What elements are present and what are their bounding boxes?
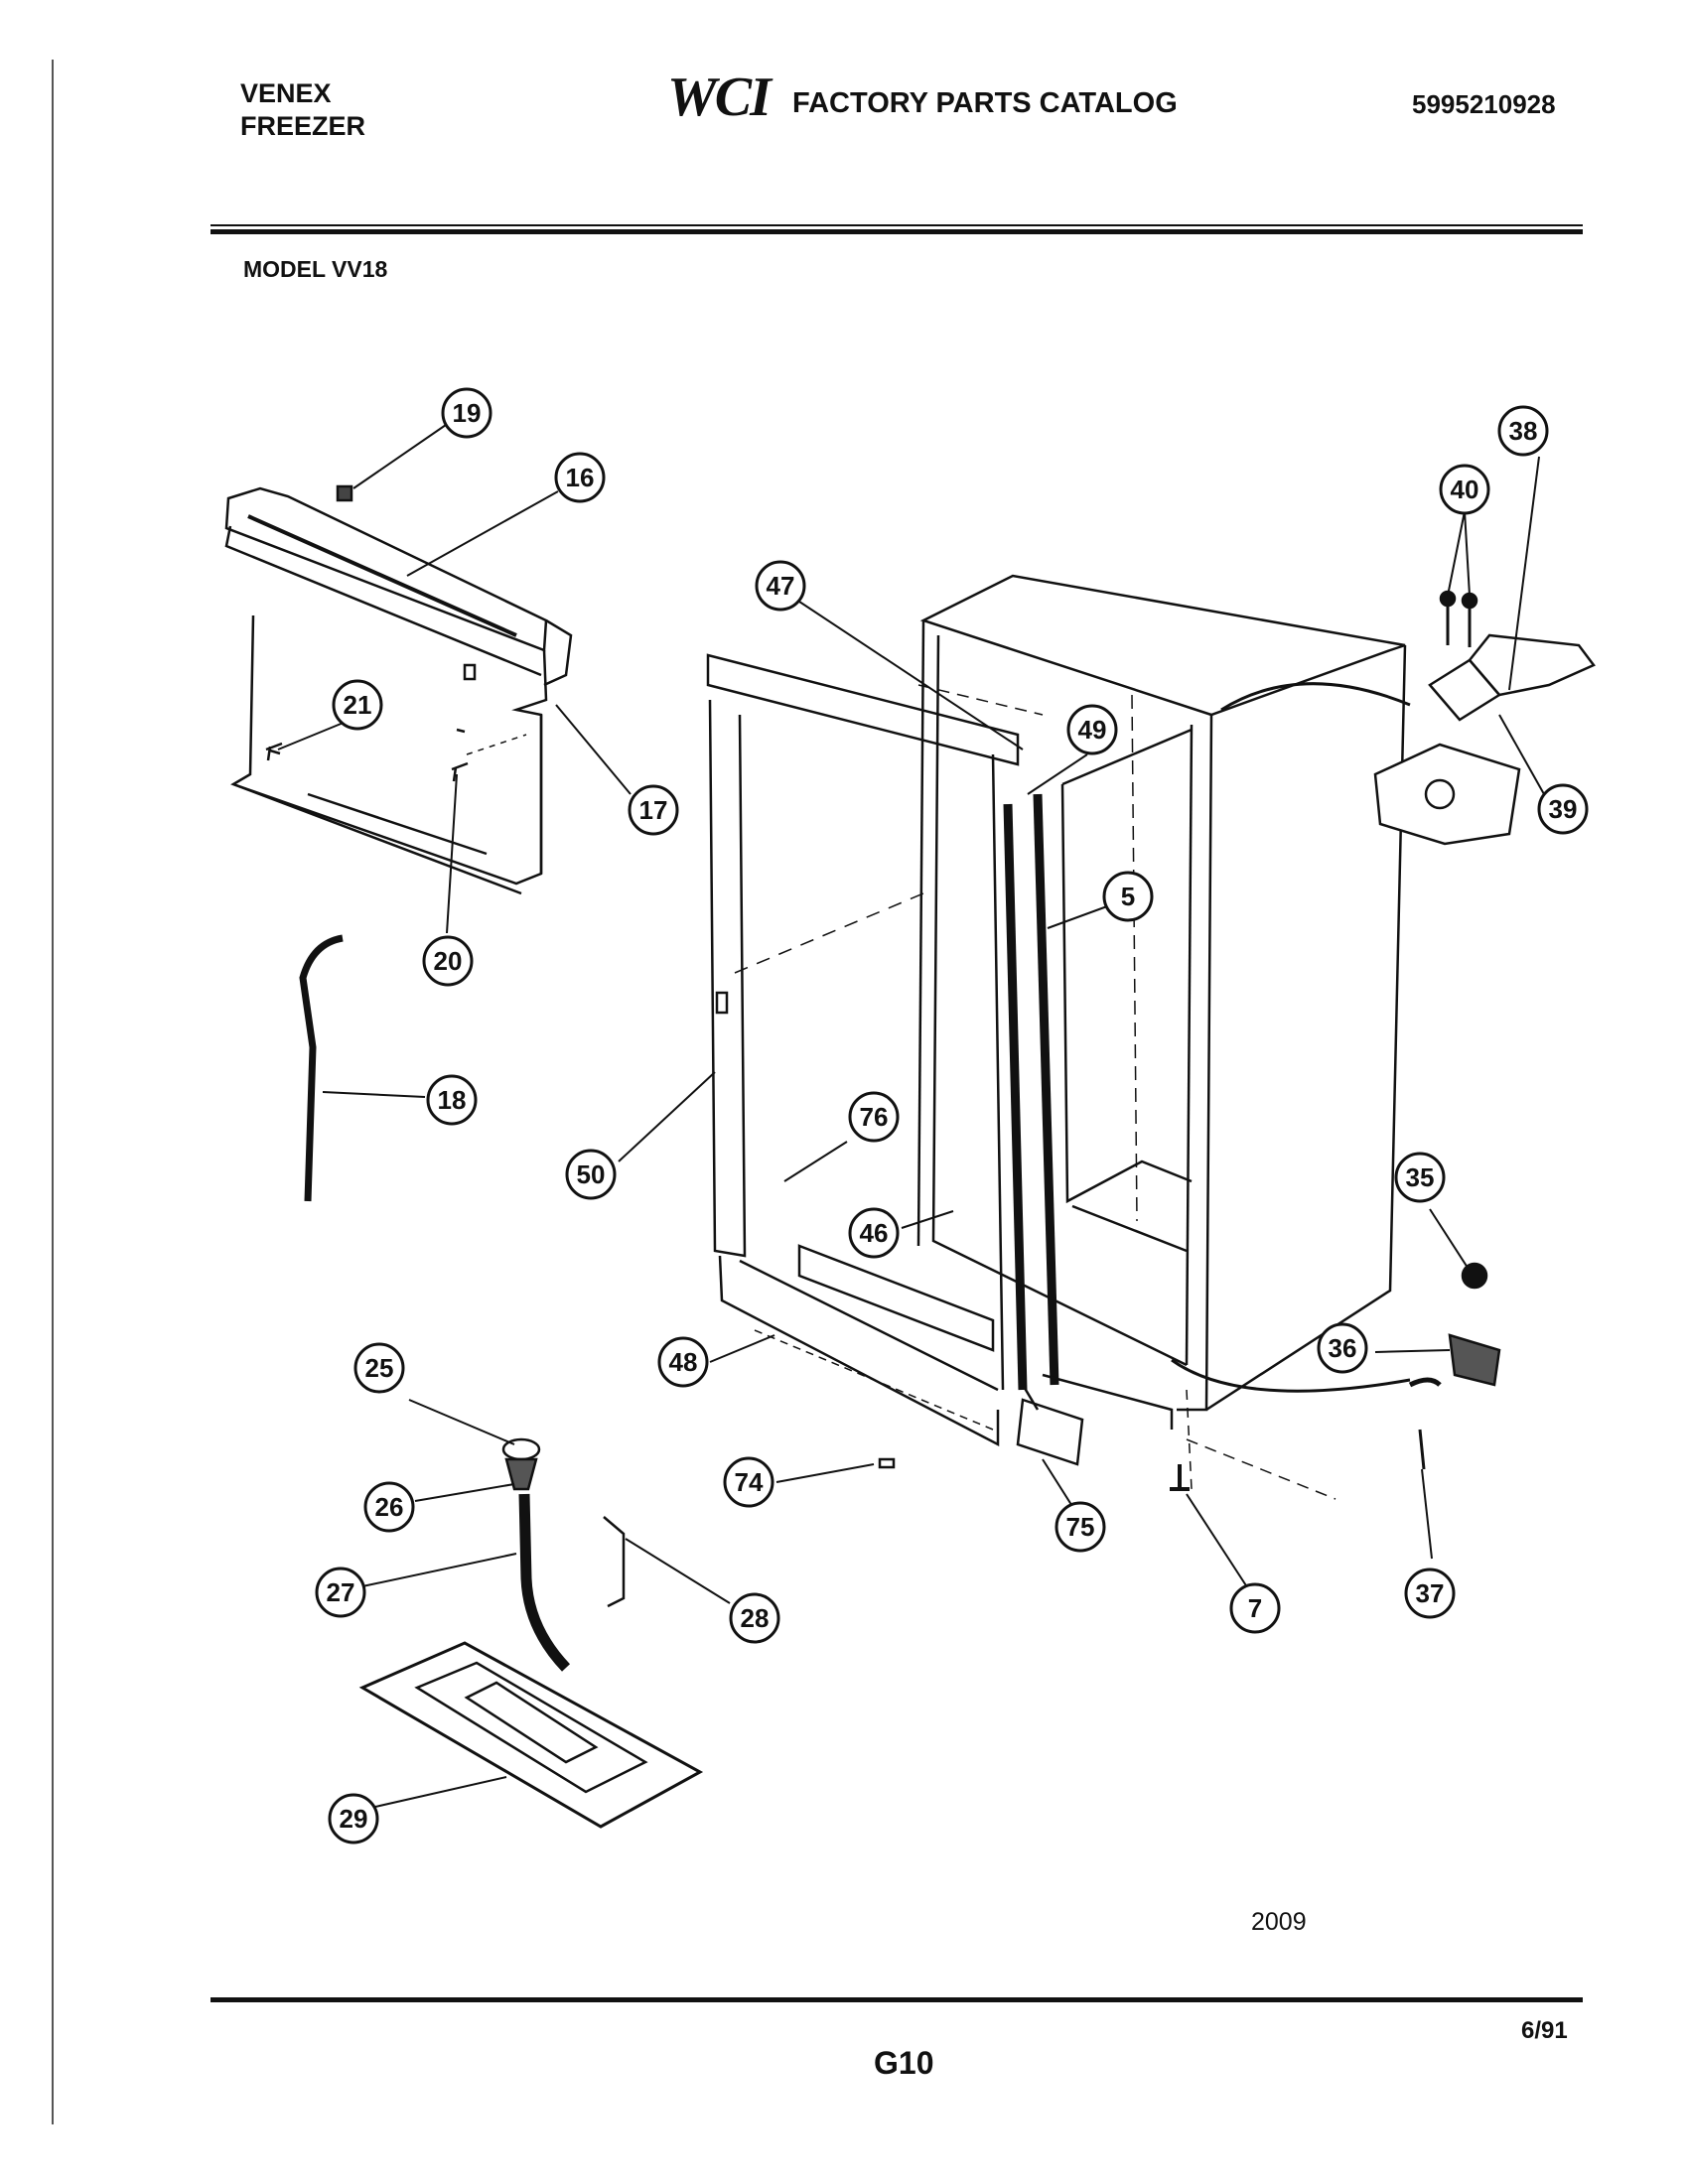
leveler-part [1170,1464,1190,1491]
callout-27: 27 [327,1577,355,1607]
model-label: MODEL VV18 [243,256,388,282]
wci-logo: WCI [667,67,772,128]
callout-21: 21 [344,690,372,720]
screw-parts [265,734,527,782]
door-gasket-part [1003,793,1059,1411]
callout-26: 26 [375,1492,404,1522]
callout-76: 76 [860,1102,889,1132]
callout-18: 18 [438,1085,467,1115]
callout-7: 7 [1248,1593,1262,1623]
callout-36: 36 [1329,1333,1357,1363]
callout-75: 75 [1066,1512,1095,1542]
leader-lines [277,424,1545,1808]
bracket-part [603,1516,626,1608]
callout-74: 74 [735,1467,764,1497]
callout-28: 28 [741,1603,770,1633]
catalog-title: FACTORY PARTS CATALOG [792,87,1178,119]
callout-37: 37 [1416,1578,1445,1608]
callout-5: 5 [1121,882,1135,911]
diagram-number: 2009 [1251,1908,1307,1936]
page-margin-line [52,60,54,2124]
catalog-date: 6/91 [1521,2017,1568,2044]
product-type: FREEZER [240,111,366,141]
callout-25: 25 [365,1353,394,1383]
callout-46: 46 [860,1218,889,1248]
door-frame-part [706,653,1020,1447]
callout-19: 19 [453,398,482,428]
brand-block: VENEX FREEZER [240,77,365,143]
rear-panel-part [224,484,573,895]
callout-47: 47 [767,571,795,601]
callout-48: 48 [669,1347,698,1377]
catalog-number: 5995210928 [1412,89,1556,119]
drain-tube-part [299,934,344,1202]
callout-38: 38 [1509,416,1538,446]
callout-40: 40 [1451,475,1479,504]
callout-35: 35 [1406,1162,1435,1192]
drain-pan-part [358,1641,704,1829]
callout-circles [315,387,1589,1844]
callout-20: 20 [434,946,463,976]
callout-16: 16 [566,463,595,492]
top-hinge-part [1373,590,1596,846]
callout-50: 50 [577,1160,606,1189]
callout-labels: 19 16 21 17 20 18 47 49 5 50 76 46 48 74… [327,398,1578,1834]
footer-rule [211,1997,1583,2002]
callout-39: 39 [1549,794,1578,824]
brand-name: VENEX [240,78,332,108]
bottom-hinge-part [1408,1262,1501,1470]
drain-plug-part [501,1437,571,1672]
pin-part [878,1457,896,1469]
callout-29: 29 [340,1804,368,1834]
page-number: G10 [874,2045,934,2081]
callout-49: 49 [1078,715,1107,745]
callout-17: 17 [639,795,668,825]
freezer-cabinet [734,574,1411,1500]
header-rule-thick [211,229,1583,234]
header-rule-thin [211,224,1583,226]
